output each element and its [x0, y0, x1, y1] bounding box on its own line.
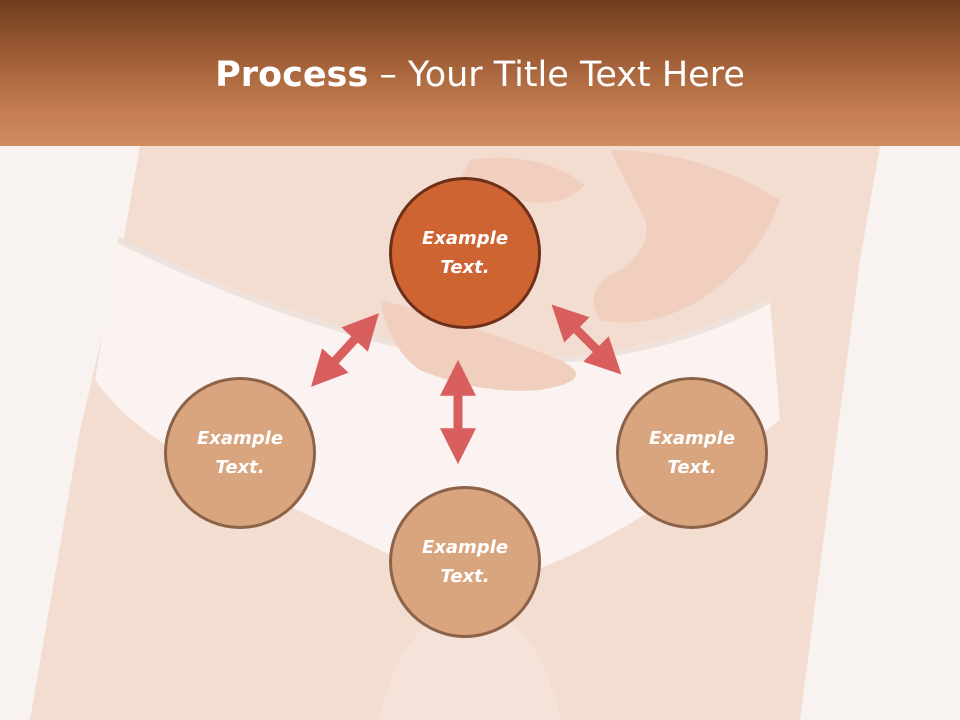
- node-right-line1: Example: [648, 428, 736, 449]
- node-left-line2: Text.: [215, 457, 265, 478]
- node-bottom: Example Text.: [389, 486, 541, 638]
- node-bottom-line1: Example: [421, 537, 509, 558]
- node-top-line1: Example: [421, 228, 509, 249]
- arrow-top-right: [551, 304, 622, 375]
- node-right: Example Text.: [616, 377, 768, 529]
- title-bold: Process: [215, 55, 369, 95]
- title-bar: [0, 0, 960, 146]
- arrow-top-left: [311, 313, 379, 387]
- node-bottom-line2: Text.: [440, 566, 490, 587]
- node-right-line2: Text.: [667, 457, 717, 478]
- title-rest: – Your Title Text Here: [368, 55, 745, 95]
- slide-title: Process – Your Title Text Here: [0, 52, 960, 98]
- node-left-line1: Example: [196, 428, 284, 449]
- node-top: Example Text.: [389, 177, 541, 329]
- node-top-line2: Text.: [440, 257, 490, 278]
- node-left: Example Text.: [164, 377, 316, 529]
